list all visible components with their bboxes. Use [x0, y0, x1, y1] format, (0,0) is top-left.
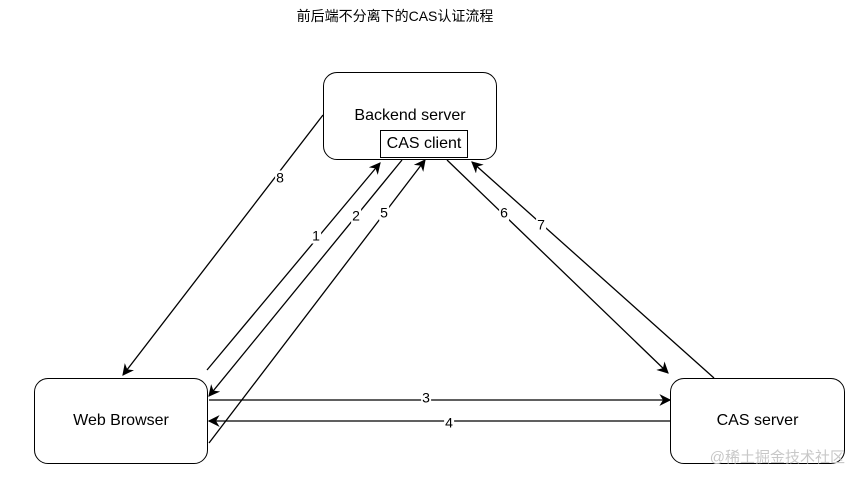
edge-arrow-7 [471, 161, 715, 379]
edge-label-1: 1 [311, 227, 321, 244]
backend-server-label: Backend server [354, 107, 466, 124]
cas-server-node: CAS server [670, 378, 845, 464]
edge-arrow-1 [206, 162, 381, 371]
edge-label-4: 4 [444, 414, 454, 431]
edge-label-3: 3 [421, 389, 431, 406]
cas-client-label: CAS client [386, 135, 462, 152]
edge-arrow-2 [208, 159, 403, 397]
cas-server-label: CAS server [716, 412, 799, 429]
cas-client-node: CAS client [380, 130, 468, 158]
diagram-title: 前后端不分离下的CAS认证流程 [296, 8, 494, 24]
web-browser-node: Web Browser [34, 378, 208, 464]
edge-arrow-6 [446, 159, 669, 374]
edge-label-2: 2 [351, 207, 361, 224]
edge-label-5: 5 [379, 204, 389, 221]
edge-label-8: 8 [275, 169, 285, 186]
edge-arrow-5 [208, 159, 426, 444]
edge-label-7: 7 [536, 216, 546, 233]
edge-arrow-8 [122, 114, 324, 376]
watermark: @稀土掘金技术社区 [709, 449, 845, 466]
edge-label-6: 6 [499, 204, 509, 221]
web-browser-label: Web Browser [73, 412, 169, 429]
